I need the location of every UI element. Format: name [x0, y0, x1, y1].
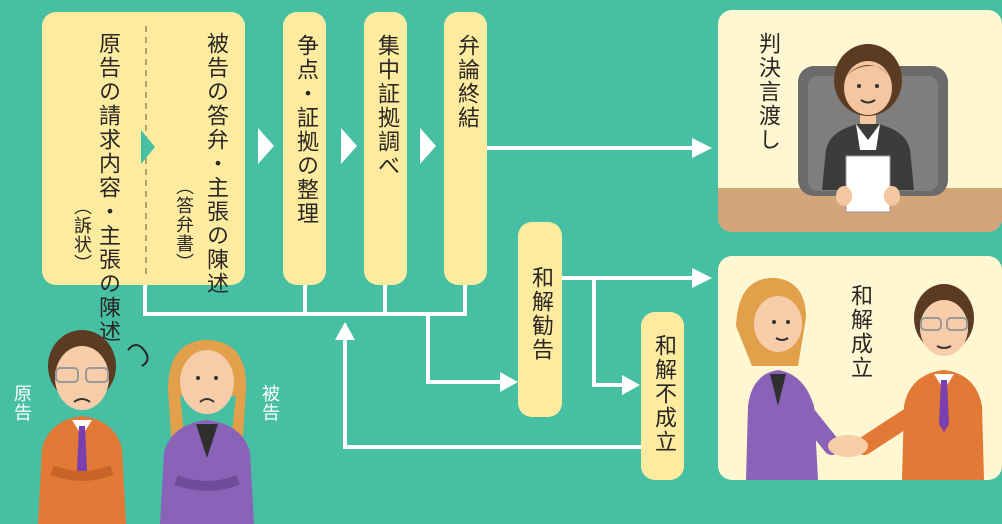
settlement-failed-label: 和解不成立: [651, 334, 676, 454]
issue-arrangement-label: 争点・証拠の整理: [293, 34, 318, 226]
settlement-label: 和解成立: [847, 284, 872, 380]
first-stage-decoration: [141, 26, 155, 277]
chevron-1: [258, 128, 274, 164]
settlement-recommendation-label: 和解勧告: [528, 266, 553, 362]
arrow-to-recommendation: [500, 372, 518, 392]
first-stage-box: 原告の請求内容・主張の陳述 （訴状） 被告の答弁・主張の陳述 （答弁書）: [42, 12, 245, 344]
conclusion-box: 弁論終結: [444, 12, 487, 285]
evidence-examination-label: 集中証拠調べ: [374, 34, 399, 178]
conclusion-label: 弁論終結: [454, 34, 479, 130]
plaintiff-label: 原告: [11, 384, 32, 422]
issue-arrangement-box: 争点・証拠の整理: [283, 12, 326, 285]
judge-illustration: [718, 44, 1002, 232]
arrow-to-failed: [622, 375, 640, 395]
handshake-illustration: [736, 277, 984, 480]
defendant-statement: 被告の答弁・主張の陳述: [203, 32, 228, 296]
arrow-to-judgment: [692, 138, 712, 158]
settlement-recommendation-box: 和解勧告: [518, 222, 562, 417]
plaintiff-doc: （訴状）: [71, 197, 92, 273]
evidence-examination-box: 集中証拠調べ: [364, 12, 407, 285]
settlement-failed-box: 和解不成立: [641, 312, 684, 480]
judgment-panel: 判決言渡し: [718, 10, 1002, 232]
chevron-3: [420, 128, 436, 164]
chevron-2: [341, 128, 357, 164]
defendant-doc: （答弁書）: [173, 177, 194, 272]
arrow-return: [335, 322, 355, 340]
settlement-panel: 和解成立: [718, 256, 1002, 480]
defendant-label: 被告: [259, 384, 280, 422]
judgment-label: 判決言渡し: [755, 32, 780, 152]
inner-chevron: [141, 130, 155, 164]
arrow-to-settlement: [692, 268, 712, 288]
